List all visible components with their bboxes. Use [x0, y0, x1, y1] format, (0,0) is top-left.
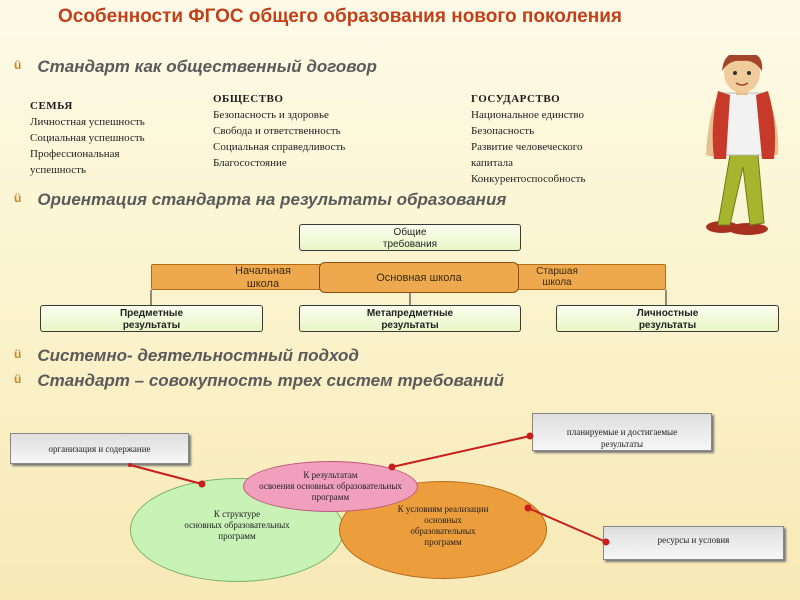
list-item: Благосостояние [213, 157, 287, 169]
boy-illustration [706, 55, 779, 235]
list-item: Социальная справедливость [213, 141, 346, 153]
column-family: СЕМЬЯ Личностная успешность Социальная у… [30, 98, 200, 178]
list-item: Свобода и ответственность [213, 125, 341, 137]
bullet-marker: ü [14, 347, 22, 361]
list-item: Профессиональная [30, 148, 120, 160]
list-item: Конкурентоспособность [471, 173, 586, 185]
list-item: Безопасность [471, 125, 535, 137]
column-state-head: ГОСУДАРСТВО [471, 93, 561, 105]
list-item: капитала [471, 157, 513, 169]
column-state: ГОСУДАРСТВО Национальное единство Безопа… [471, 91, 651, 187]
list-item: Национальное единство [471, 109, 585, 121]
resources-box: ресурсы и условия [603, 526, 784, 560]
list-item: Личностная успешность [30, 116, 145, 128]
bullet-marker: ü [14, 191, 22, 205]
list-item: Социальная успешность [30, 132, 145, 144]
column-society: ОБЩЕСТВО Безопасность и здоровье Свобода… [213, 91, 403, 171]
column-society-head: ОБЩЕСТВО [213, 93, 284, 105]
basic-school-box: Основная школа [319, 262, 519, 293]
slide-title: Особенности ФГОС общего образования ново… [57, 6, 622, 27]
column-family-head: СЕМЬЯ [30, 100, 73, 112]
list-item: успешность [30, 164, 86, 176]
list-item: Безопасность и здоровье [213, 109, 329, 121]
list-item: Развитие человеческого [471, 141, 583, 153]
bullet-marker: ü [14, 372, 22, 386]
bullet-marker: ü [14, 58, 22, 72]
org-content-box: организация и содержание [10, 433, 189, 464]
